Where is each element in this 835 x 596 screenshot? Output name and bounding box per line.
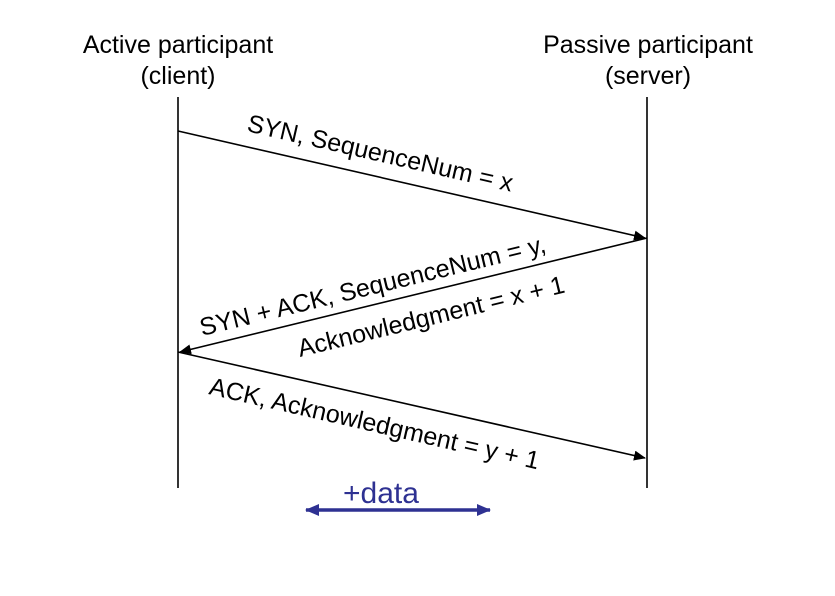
syn-ack-arrow bbox=[179, 237, 648, 355]
data-label: +data bbox=[343, 477, 419, 510]
syn-arrow bbox=[177, 130, 646, 241]
ack-arrow bbox=[177, 351, 646, 461]
syn-label: SYN, SequenceNum = x bbox=[245, 110, 517, 198]
passive-participant-role: (server) bbox=[604, 62, 692, 90]
passive-participant-label: Passive participant (server) bbox=[506, 30, 790, 92]
active-participant-label: Active participant (client) bbox=[38, 30, 318, 92]
active-participant-name: Active participant bbox=[82, 31, 274, 59]
active-participant-role: (client) bbox=[140, 62, 216, 90]
passive-participant-name: Passive participant bbox=[543, 31, 753, 59]
